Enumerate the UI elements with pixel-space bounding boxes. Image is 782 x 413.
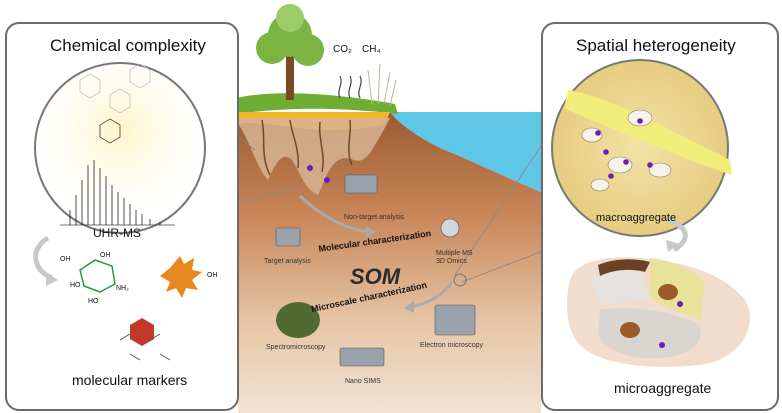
multiple-ms-icon [440, 218, 460, 238]
non-target-instrument-icon [344, 174, 378, 194]
uhr-ms-label: UHR-MS [93, 226, 141, 240]
molecular-structure [79, 63, 151, 144]
mass-spectrum [60, 160, 175, 226]
right-panel-title: Spatial heterogeneity [576, 36, 736, 55]
target-analysis-label: Target analysis [264, 258, 311, 265]
co2-label: CO₂ [333, 44, 352, 55]
ch4-label: CH₄ [362, 44, 381, 55]
molecule-label-oh-1: OH [100, 252, 111, 259]
spectromicroscopy-image-icon [276, 302, 320, 338]
target-instrument-icon [275, 227, 301, 247]
char-marker-icon [119, 318, 171, 361]
tall-grass [367, 63, 397, 107]
right-down-arrow [667, 217, 688, 253]
grass-strip [236, 93, 398, 114]
microbe-cells [581, 109, 672, 192]
spectromicroscopy-label: Spectromicroscopy [266, 344, 326, 351]
macroaggregate-label: macroaggregate [596, 212, 677, 224]
nano-sims-icon [339, 347, 385, 367]
lignin-leaf-icon [160, 256, 202, 298]
water [390, 112, 541, 192]
molecular-arrow [298, 194, 373, 234]
molecule-label-ho: HO [70, 282, 81, 289]
molecule-label-oh-2: OH [60, 256, 71, 263]
macro-markers [595, 118, 653, 179]
non-target-analysis-label: Non-target analysis [344, 214, 405, 221]
root-band [564, 90, 732, 175]
left-panel-title: Chemical complexity [50, 36, 206, 55]
nano-sims-label: Nano SIMS [345, 378, 381, 385]
soil-markers [307, 165, 330, 183]
amino-sugar-molecule [79, 259, 116, 293]
micro-markers [659, 301, 683, 348]
molecule-label-nh2: NH₂ [116, 285, 129, 292]
cliff-face [238, 118, 390, 195]
microaggregate-illustration [567, 257, 750, 367]
microaggregate-label: microaggregate [614, 380, 712, 396]
multiple-ms-omics-label: Multiple MS 3D Omics [436, 250, 473, 265]
molecule-label-ho-2: HO [88, 298, 99, 305]
som-label: SOM [350, 264, 401, 289]
tree-crown [256, 4, 324, 66]
gas-arrows [338, 75, 362, 99]
uhr-ms-zoom-circle [34, 62, 206, 234]
molecule-label-oh-3: OH [207, 272, 218, 279]
electron-microscope-icon [434, 304, 476, 336]
tree-trunk [286, 55, 294, 100]
roots [261, 119, 353, 176]
molecular-markers-label: molecular markers [72, 372, 188, 388]
electron-microscopy-label: Electron microscopy [420, 342, 484, 349]
zoom-target-circle [453, 273, 467, 287]
